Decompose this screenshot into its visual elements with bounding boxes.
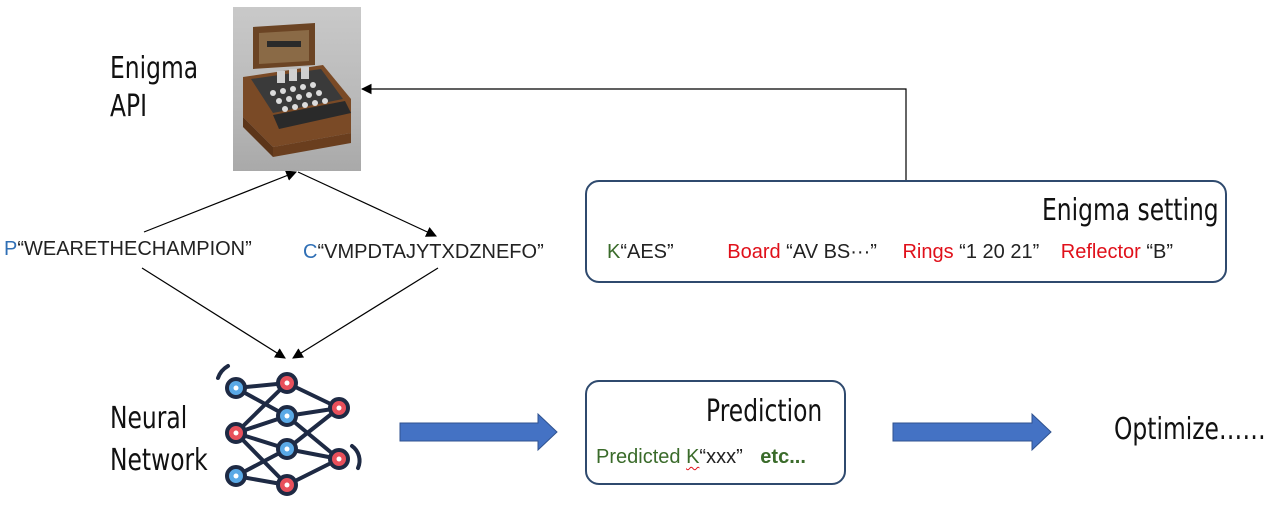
prediction-title: Prediction xyxy=(706,394,823,429)
enigma-setting-values: K“AES” Board “AV BS···” Rings “1 20 21” … xyxy=(607,241,1173,264)
ciphertext-prefix: C xyxy=(303,241,318,263)
plaintext-label: P“WEARETHECHAMPION” xyxy=(4,238,252,261)
reflector-label: Reflector xyxy=(1060,241,1141,263)
key-value: “AES” xyxy=(620,241,674,263)
enigma-machine-image xyxy=(233,7,361,171)
plaintext-prefix: P xyxy=(4,238,18,260)
neural-network-icon xyxy=(216,364,362,496)
ciphertext-label: C“VMPDTAJYTXDZNEFO” xyxy=(303,241,544,264)
network-to-prediction-arrow xyxy=(399,412,558,452)
enigma-setting-box: Enigma setting K“AES” Board “AV BS···” R… xyxy=(585,180,1227,283)
plaintext-value: “WEARETHECHAMPION” xyxy=(17,238,252,260)
feedback-arrow xyxy=(360,83,907,180)
rings-value: “1 20 21” xyxy=(953,241,1040,263)
board-label: Board xyxy=(727,241,781,263)
predicted-label: Predicted xyxy=(596,446,687,468)
rings-label: Rings xyxy=(902,241,954,263)
prediction-to-optimize-arrow xyxy=(892,412,1052,452)
enigma-api-line2: API xyxy=(110,89,148,124)
plaintext-to-enigma-arrow xyxy=(143,170,298,233)
neural-network-line2: Network xyxy=(110,443,208,478)
enigma-api-line1: Enigma xyxy=(110,51,199,86)
predicted-key-label: K xyxy=(686,446,700,468)
board-value: “AV BS···” xyxy=(780,241,877,263)
enigma-to-ciphertext-arrow xyxy=(297,171,437,237)
ciphertext-value: “VMPDTAJYTXDZNEFO” xyxy=(317,241,544,263)
enigma-api-label: Enigma API xyxy=(110,50,198,126)
neural-network-label: Neural Network xyxy=(110,398,208,482)
predicted-key-value: “xxx” xyxy=(699,446,743,468)
key-label: K xyxy=(607,241,621,263)
optimize-label: Optimize…… xyxy=(1114,412,1264,447)
neural-network-line1: Neural xyxy=(110,401,188,436)
reflector-value: “B” xyxy=(1140,241,1174,263)
prediction-etc: etc... xyxy=(760,446,806,468)
enigma-machine-icon xyxy=(243,23,351,157)
ciphertext-to-network-arrow xyxy=(292,267,439,359)
plaintext-to-network-arrow xyxy=(141,267,286,359)
prediction-box: Prediction Predicted K“xxx” etc... xyxy=(585,380,846,485)
prediction-values: Predicted K“xxx” etc... xyxy=(596,446,806,469)
enigma-setting-title: Enigma setting xyxy=(1042,193,1219,228)
